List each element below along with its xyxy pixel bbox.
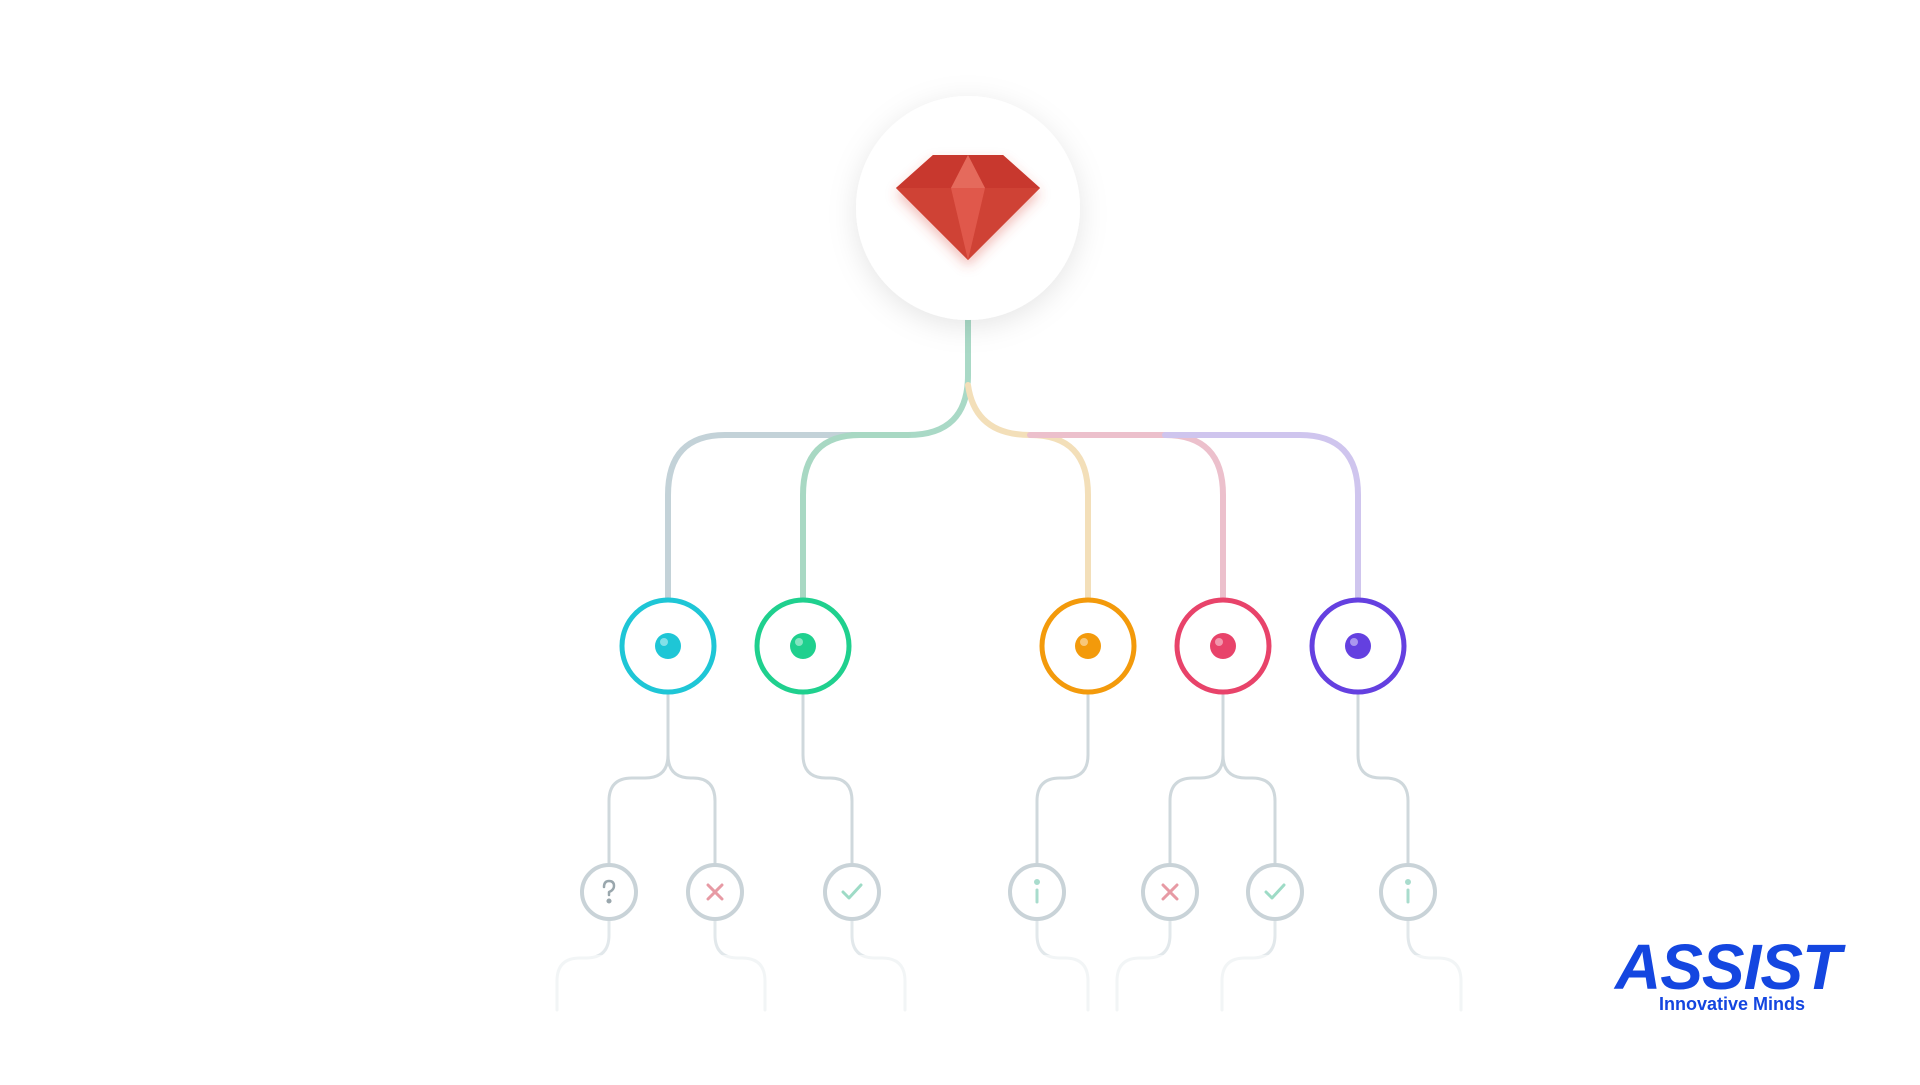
connector-lines [665,317,1361,603]
logo-wordmark: ASSIST [1615,931,1841,1003]
question-icon [602,879,616,904]
branch-dot [1075,633,1101,659]
branch-node-green [754,597,852,695]
connector-orange-children [1035,693,1090,867]
branch-dot [790,633,816,659]
info-icon [1034,879,1040,904]
leaf-node [1246,863,1304,921]
branch-dot [655,633,681,659]
connector-to-purple [1162,432,1361,603]
branch-node-cyan [619,597,717,695]
leaf-node [580,863,638,921]
branch-dot [1210,633,1236,659]
connector-cyan-children [607,693,717,867]
ruby-gem-icon [896,155,1040,260]
branch-node-pink [1174,597,1272,695]
branch-node-purple [1309,597,1407,695]
branch-dot [1345,633,1371,659]
leaf-node [1141,863,1199,921]
lower-connector-lines [607,693,1410,867]
connector-to-cyan [665,432,853,603]
cross-icon [706,883,724,901]
connector-green-children [801,693,854,867]
connector-purple-children [1356,693,1410,867]
info-icon [1405,879,1411,904]
leaf-node [823,863,881,921]
level-one-nodes [619,597,1407,695]
check-icon [841,883,863,900]
connector-to-orange [965,382,1091,603]
logo-tagline: Innovative Minds [1659,994,1806,1014]
tail-fade-overlay [500,955,1520,1020]
leaf-node [1379,863,1437,921]
connector-to-green [800,432,911,603]
branch-node-orange [1039,597,1137,695]
assist-logo: ASSIST Innovative Minds [1615,935,1865,1015]
leaf-node [1008,863,1066,921]
leaf-nodes [580,863,1437,921]
connector-to-pink [1027,432,1226,603]
cross-icon [1161,883,1179,901]
connector-root-stem [847,317,971,438]
root-node [856,96,1080,320]
check-icon [1264,883,1286,900]
connector-pink-children [1168,693,1277,867]
leaf-node [686,863,744,921]
